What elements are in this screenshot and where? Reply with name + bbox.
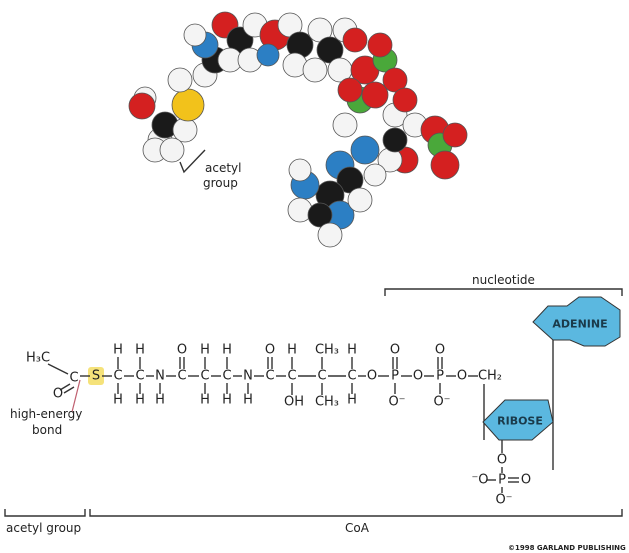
atom-label: C	[222, 369, 231, 384]
sulfur-highlight	[88, 367, 104, 385]
atom-label: C	[200, 369, 209, 384]
atom-label: O	[367, 369, 377, 384]
atom-label: P	[436, 369, 444, 384]
nucleotide-bracket	[384, 288, 623, 296]
acetyl-model-label-2: group	[203, 176, 238, 190]
atom-label: C	[265, 369, 274, 384]
hydrogen-atom-sphere	[332, 112, 358, 138]
space-filling-model	[128, 11, 468, 248]
atom-label: O	[497, 453, 507, 468]
hydrogen-atom-sphere	[363, 163, 387, 187]
atom-label: C	[287, 369, 296, 384]
ribose-shape	[482, 399, 554, 441]
atom-label: P	[498, 473, 506, 488]
oxygen-atom-sphere	[361, 81, 389, 109]
nitrogen-atom-sphere	[256, 43, 280, 67]
atom-label: O	[53, 387, 63, 402]
acetyl-group-bracket	[4, 509, 86, 517]
adenine-shape	[532, 296, 621, 347]
atom-label: H₃C	[26, 351, 50, 366]
atom-label: C	[135, 369, 144, 384]
oxygen-atom-sphere	[128, 92, 156, 120]
atom-label: H	[135, 393, 145, 408]
atom-label: ⁻O	[471, 473, 488, 488]
atom-label: H	[347, 393, 357, 408]
atom-label: S	[92, 369, 100, 384]
bonds	[47, 340, 554, 493]
atom-label: O⁻	[388, 395, 405, 410]
hydrogen-atom-sphere	[172, 117, 198, 143]
bond	[59, 383, 71, 391]
acetyl-group-label: acetyl group	[6, 521, 81, 535]
oxygen-atom-sphere	[430, 150, 460, 180]
coa-label: CoA	[345, 521, 370, 535]
nitrogen-atom-sphere	[350, 135, 380, 165]
atom-label: CH₂	[478, 369, 502, 384]
atom-label: H	[222, 343, 232, 358]
atom-label: O	[177, 343, 187, 358]
atom-label: N	[243, 369, 253, 384]
oxygen-atom-sphere	[392, 87, 418, 113]
atom-label: OH	[284, 395, 304, 410]
atom-label: H	[222, 393, 232, 408]
atom-label: H	[113, 393, 123, 408]
sulfur-atom-sphere	[171, 88, 205, 122]
atom-label: O⁻	[495, 493, 512, 508]
carbon-atom-sphere	[382, 127, 408, 153]
oxygen-atom-sphere	[342, 27, 368, 53]
hydrogen-atom-sphere	[347, 187, 373, 213]
oxygen-atom-sphere	[442, 122, 468, 148]
atom-label: H	[287, 343, 297, 358]
atom-label: C	[69, 371, 78, 386]
hydrogen-atom-sphere	[288, 158, 312, 182]
atom-label: H	[200, 343, 210, 358]
atom-label: P	[391, 369, 399, 384]
ribose-label: RIBOSE	[497, 415, 543, 428]
copyright: ©1998 GARLAND PUBLISHING	[508, 544, 626, 552]
atom-label: O⁻	[433, 395, 450, 410]
acetyl-model-label: acetyl	[205, 161, 241, 175]
high-energy-label: high-energy	[10, 407, 82, 421]
atom-label: CH₃	[315, 343, 339, 358]
high-energy-label-2: bond	[32, 423, 62, 437]
hydrogen-atom-sphere	[302, 57, 328, 83]
atom-label: C	[347, 369, 356, 384]
atom-label: H	[200, 393, 210, 408]
hydrogen-atom-sphere	[159, 137, 185, 163]
atom-label: H	[243, 393, 253, 408]
nucleotide-label: nucleotide	[472, 273, 535, 287]
atom-label: N	[155, 369, 165, 384]
bond	[47, 363, 69, 375]
oxygen-atom-sphere	[337, 77, 363, 103]
atom-label: C	[113, 369, 122, 384]
atom-label: O	[435, 343, 445, 358]
atom-label: H	[347, 343, 357, 358]
atom-label: O	[413, 369, 423, 384]
high-energy-pointer	[71, 379, 81, 413]
hydrogen-atom-sphere	[317, 222, 343, 248]
atom-label: H	[135, 343, 145, 358]
atom-label: CH₃	[315, 395, 339, 410]
atom-label: O	[457, 369, 467, 384]
atom-label: O	[265, 343, 275, 358]
carbon-atom-sphere	[307, 202, 333, 228]
hydrogen-atom-sphere	[183, 23, 207, 47]
atom-label: H	[155, 393, 165, 408]
hydrogen-atom-sphere	[167, 67, 193, 93]
acetyl-model-bracket	[179, 149, 206, 174]
atom-label: C	[317, 369, 326, 384]
atom-label: O	[390, 343, 400, 358]
oxygen-atom-sphere	[367, 32, 393, 58]
adenine-label: ADENINE	[552, 318, 607, 331]
oxygen-atom-sphere	[382, 67, 408, 93]
bond	[63, 386, 75, 394]
atom-label: H	[113, 343, 123, 358]
coa-bracket	[89, 509, 623, 517]
atom-label: O	[521, 473, 531, 488]
atom-label: C	[177, 369, 186, 384]
